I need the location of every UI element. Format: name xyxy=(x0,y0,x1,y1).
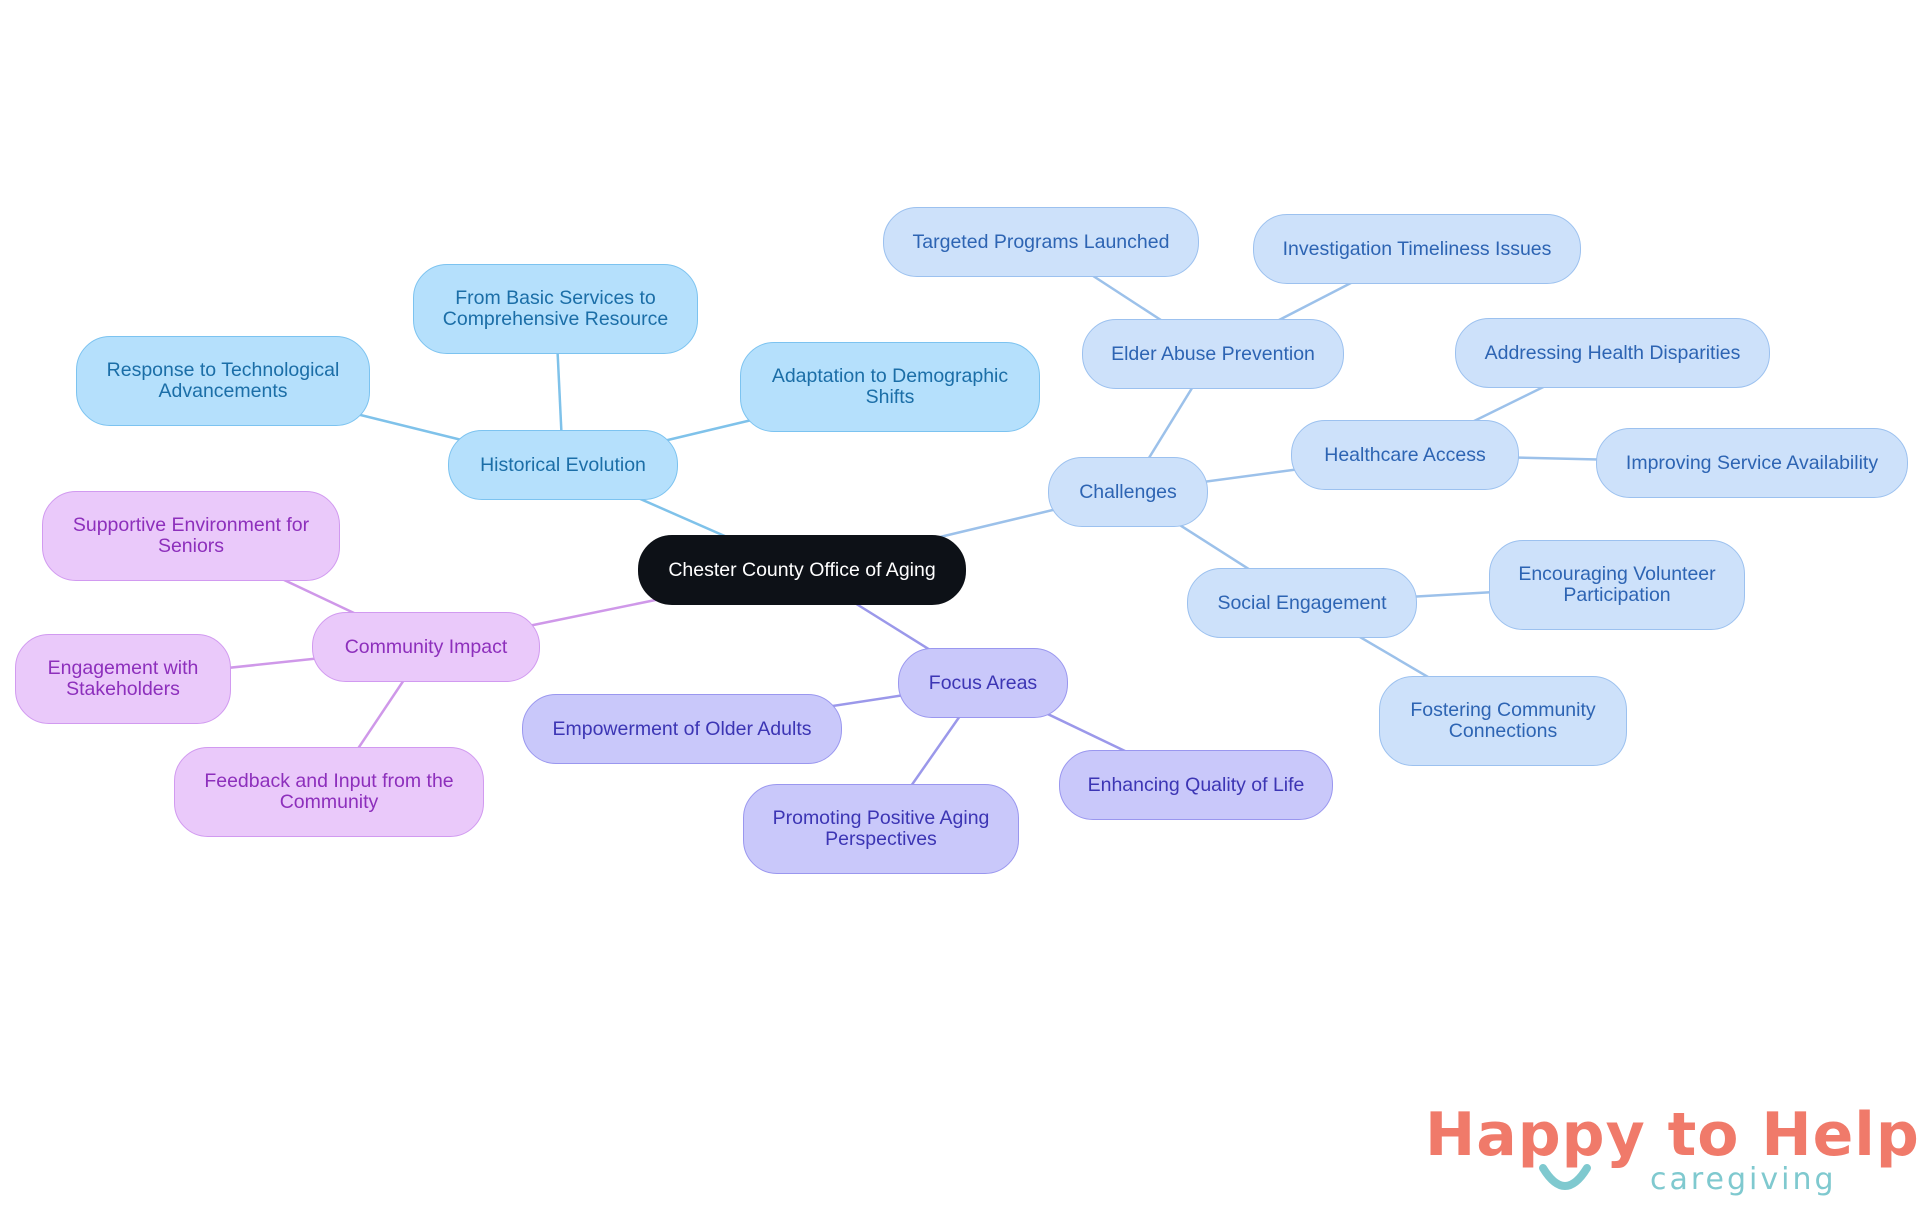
logo-line2: caregiving xyxy=(1650,1162,1837,1197)
node-positive-aging: Promoting Positive Aging Perspectives xyxy=(743,784,1019,874)
node-supportive-environment: Supportive Environment for Seniors xyxy=(42,491,340,581)
logo-wordmark: Happy to Help xyxy=(1425,1100,1920,1170)
node-community-impact: Community Impact xyxy=(312,612,540,682)
root-node: Chester County Office of Aging xyxy=(638,535,966,605)
node-elder-abuse-prevention: Elder Abuse Prevention xyxy=(1082,319,1344,389)
node-community-connections: Fostering Community Connections xyxy=(1379,676,1627,766)
node-engagement-stakeholders: Engagement with Stakeholders xyxy=(15,634,231,724)
logo-line1: Happy to Help xyxy=(1425,1100,1920,1170)
node-healthcare-access: Healthcare Access xyxy=(1291,420,1519,490)
smile-icon xyxy=(1539,1164,1591,1190)
node-response-technological-advancements: Response to Technological Advancements xyxy=(76,336,370,426)
node-challenges: Challenges xyxy=(1048,457,1208,527)
node-feedback-community: Feedback and Input from the Community xyxy=(174,747,484,837)
node-service-availability: Improving Service Availability xyxy=(1596,428,1908,498)
node-health-disparities: Addressing Health Disparities xyxy=(1455,318,1770,388)
node-volunteer-participation: Encouraging Volunteer Participation xyxy=(1489,540,1745,630)
node-empowerment-older-adults: Empowerment of Older Adults xyxy=(522,694,842,764)
node-demographic-shifts: Adaptation to Demographic Shifts xyxy=(740,342,1040,432)
node-targeted-programs: Targeted Programs Launched xyxy=(883,207,1199,277)
node-historical-evolution: Historical Evolution xyxy=(448,430,678,500)
node-social-engagement: Social Engagement xyxy=(1187,568,1417,638)
node-investigation-timeliness: Investigation Timeliness Issues xyxy=(1253,214,1581,284)
node-basic-to-comprehensive: From Basic Services to Comprehensive Res… xyxy=(413,264,698,354)
node-focus-areas: Focus Areas xyxy=(898,648,1068,718)
node-quality-of-life: Enhancing Quality of Life xyxy=(1059,750,1333,820)
happy-to-help-logo: Happy to Help caregiving xyxy=(1425,1100,1919,1210)
